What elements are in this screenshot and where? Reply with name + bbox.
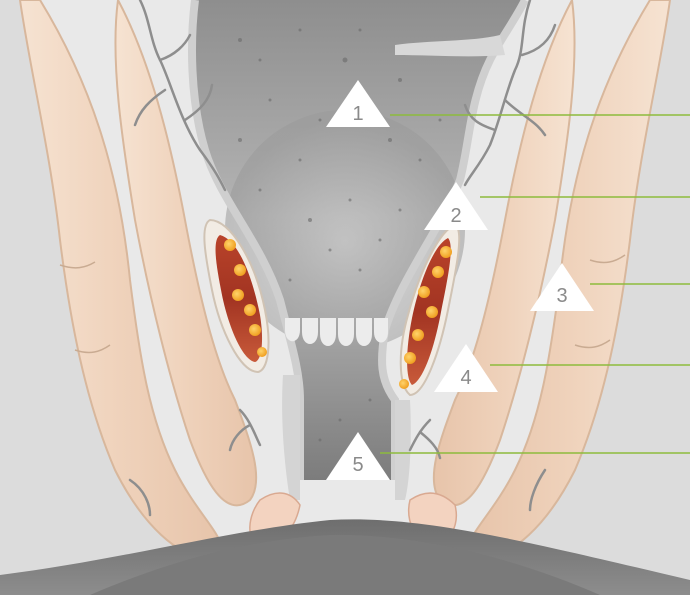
marker-4-label: 4 xyxy=(460,367,471,389)
marker-3-label: 3 xyxy=(556,285,567,307)
marker-2-label: 2 xyxy=(450,205,461,227)
marker-1-label: 1 xyxy=(352,103,363,125)
marker-5-label: 5 xyxy=(352,454,363,476)
